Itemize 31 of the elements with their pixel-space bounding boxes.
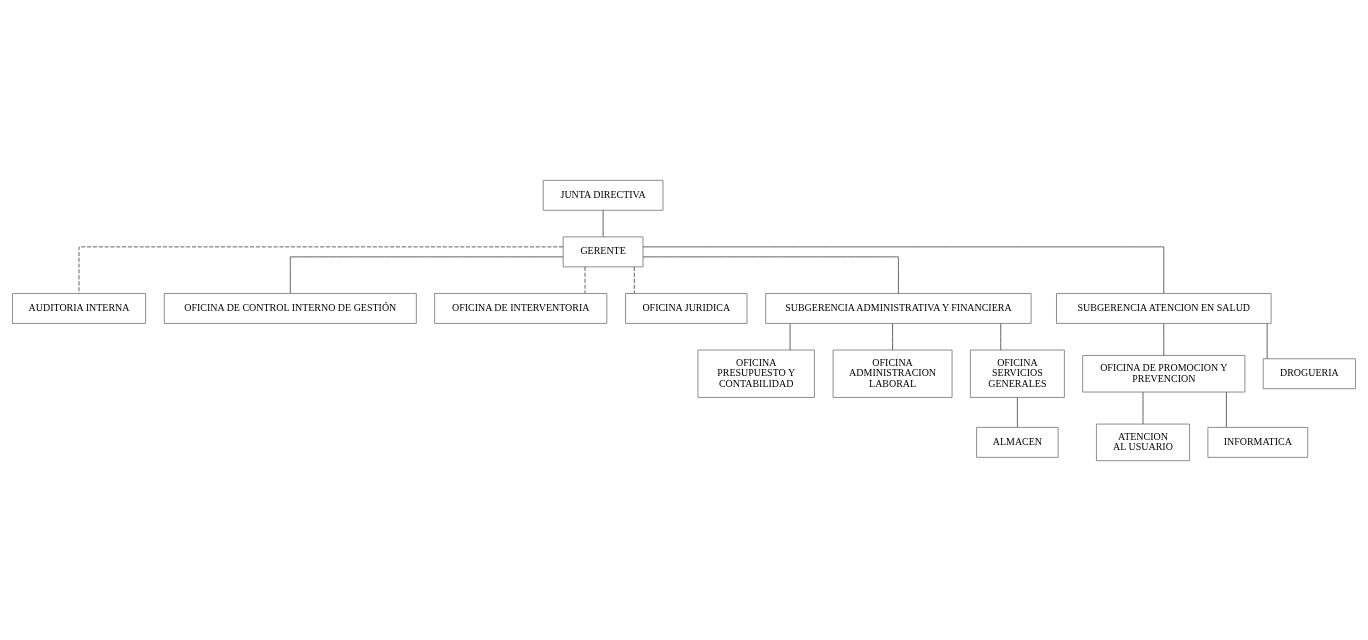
node-box: INFORMATICA bbox=[1207, 426, 1309, 458]
connector bbox=[892, 322, 893, 350]
connector bbox=[1163, 322, 1165, 356]
node-box: OFICINA DE INTERVENTORIA bbox=[434, 292, 608, 324]
connector bbox=[789, 322, 791, 350]
connector bbox=[1142, 391, 1144, 424]
connector bbox=[1016, 396, 1018, 427]
node-box: OFICINA DE CONTROL INTERNO DE GESTIÓN bbox=[163, 292, 417, 324]
node-box: OFICINA SERVICIOS GENERALES bbox=[969, 349, 1065, 398]
connector bbox=[633, 266, 635, 294]
connector bbox=[602, 209, 604, 237]
node-box: OFICINA DE PROMOCION Y PREVENCION bbox=[1082, 354, 1246, 392]
node-box: ALMACEN bbox=[976, 426, 1059, 458]
connector bbox=[1000, 322, 1002, 350]
connector bbox=[584, 266, 586, 294]
node-box: ATENCION AL USUARIO bbox=[1096, 423, 1190, 461]
node-box: SUBGERENCIA ADMINISTRATIVA Y FINANCIERA bbox=[765, 292, 1032, 324]
node-box: SUBGERENCIA ATENCION EN SALUD bbox=[1056, 292, 1272, 324]
node-box: AUDITORIA INTERNA bbox=[12, 292, 146, 324]
node-box: OFICINA ADMINISTRACION LABORAL bbox=[832, 349, 953, 398]
node-box: DROGUERIA bbox=[1262, 357, 1356, 389]
connector bbox=[78, 245, 564, 294]
node-box: OFICINA JURIDICA bbox=[625, 292, 748, 324]
node-box: JUNTA DIRECTIVA bbox=[542, 179, 664, 211]
node-box: OFICINA PRESUPUESTO Y CONTABILIDAD bbox=[697, 349, 815, 398]
connector bbox=[1225, 391, 1227, 428]
connector bbox=[1266, 322, 1268, 359]
node-box: GERENTE bbox=[562, 236, 644, 267]
connector bbox=[289, 255, 564, 294]
connector bbox=[642, 245, 1165, 294]
connector bbox=[642, 255, 899, 294]
